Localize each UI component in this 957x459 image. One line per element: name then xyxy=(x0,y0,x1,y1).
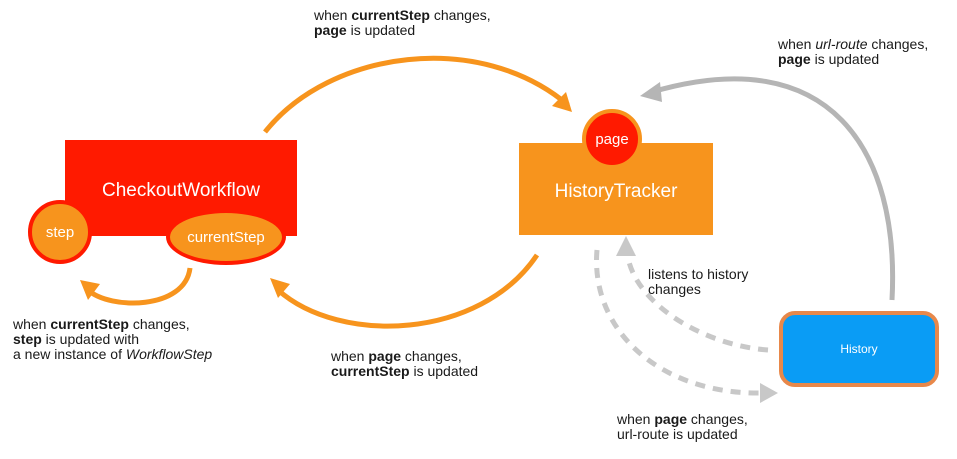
arrow-currentstep-to-step xyxy=(86,267,193,306)
caption-urlroute-updates-page: when url-route changes, page is updated xyxy=(778,36,929,67)
caption-currentstep-updates-step: when currentStep changes, step is update… xyxy=(13,316,213,362)
arrow-page-to-urlroute xyxy=(594,249,764,396)
arrowhead-page-to-urlroute xyxy=(760,383,778,403)
history-label: History xyxy=(840,342,878,356)
step-label: step xyxy=(45,223,75,241)
arrowhead-currentstep-to-page xyxy=(552,92,572,112)
arrow-history-listen xyxy=(624,249,769,353)
step-bubble: step xyxy=(28,200,92,264)
caption-page-updates-urlroute: when page changes, url-route is updated xyxy=(617,411,748,442)
current-step-bubble: currentStep xyxy=(166,209,286,265)
arrowhead-currentstep-to-step xyxy=(80,280,100,300)
page-label: page xyxy=(595,130,629,148)
caption-page-updates-currentstep: when page changes, currentStep is update… xyxy=(331,348,479,379)
arrowhead-urlroute-to-page xyxy=(640,82,662,102)
current-step-label: currentStep xyxy=(187,228,265,246)
history-box: History xyxy=(779,311,939,387)
page-bubble: page xyxy=(582,109,642,169)
history-tracker-label: HistoryTracker xyxy=(554,181,678,202)
arrowhead-history-listen xyxy=(616,236,636,256)
caption-listens-history: listens to history changes xyxy=(648,266,749,297)
checkout-workflow-label: CheckoutWorkflow xyxy=(101,180,261,201)
caption-currentstep-updates-page: when currentStep changes, page is update… xyxy=(314,7,491,38)
arrow-urlroute-to-page xyxy=(651,76,896,301)
arrow-currentstep-to-page xyxy=(263,55,570,134)
arrowhead-page-to-currentstep xyxy=(270,278,290,298)
arrow-page-to-currentstep xyxy=(276,253,540,329)
